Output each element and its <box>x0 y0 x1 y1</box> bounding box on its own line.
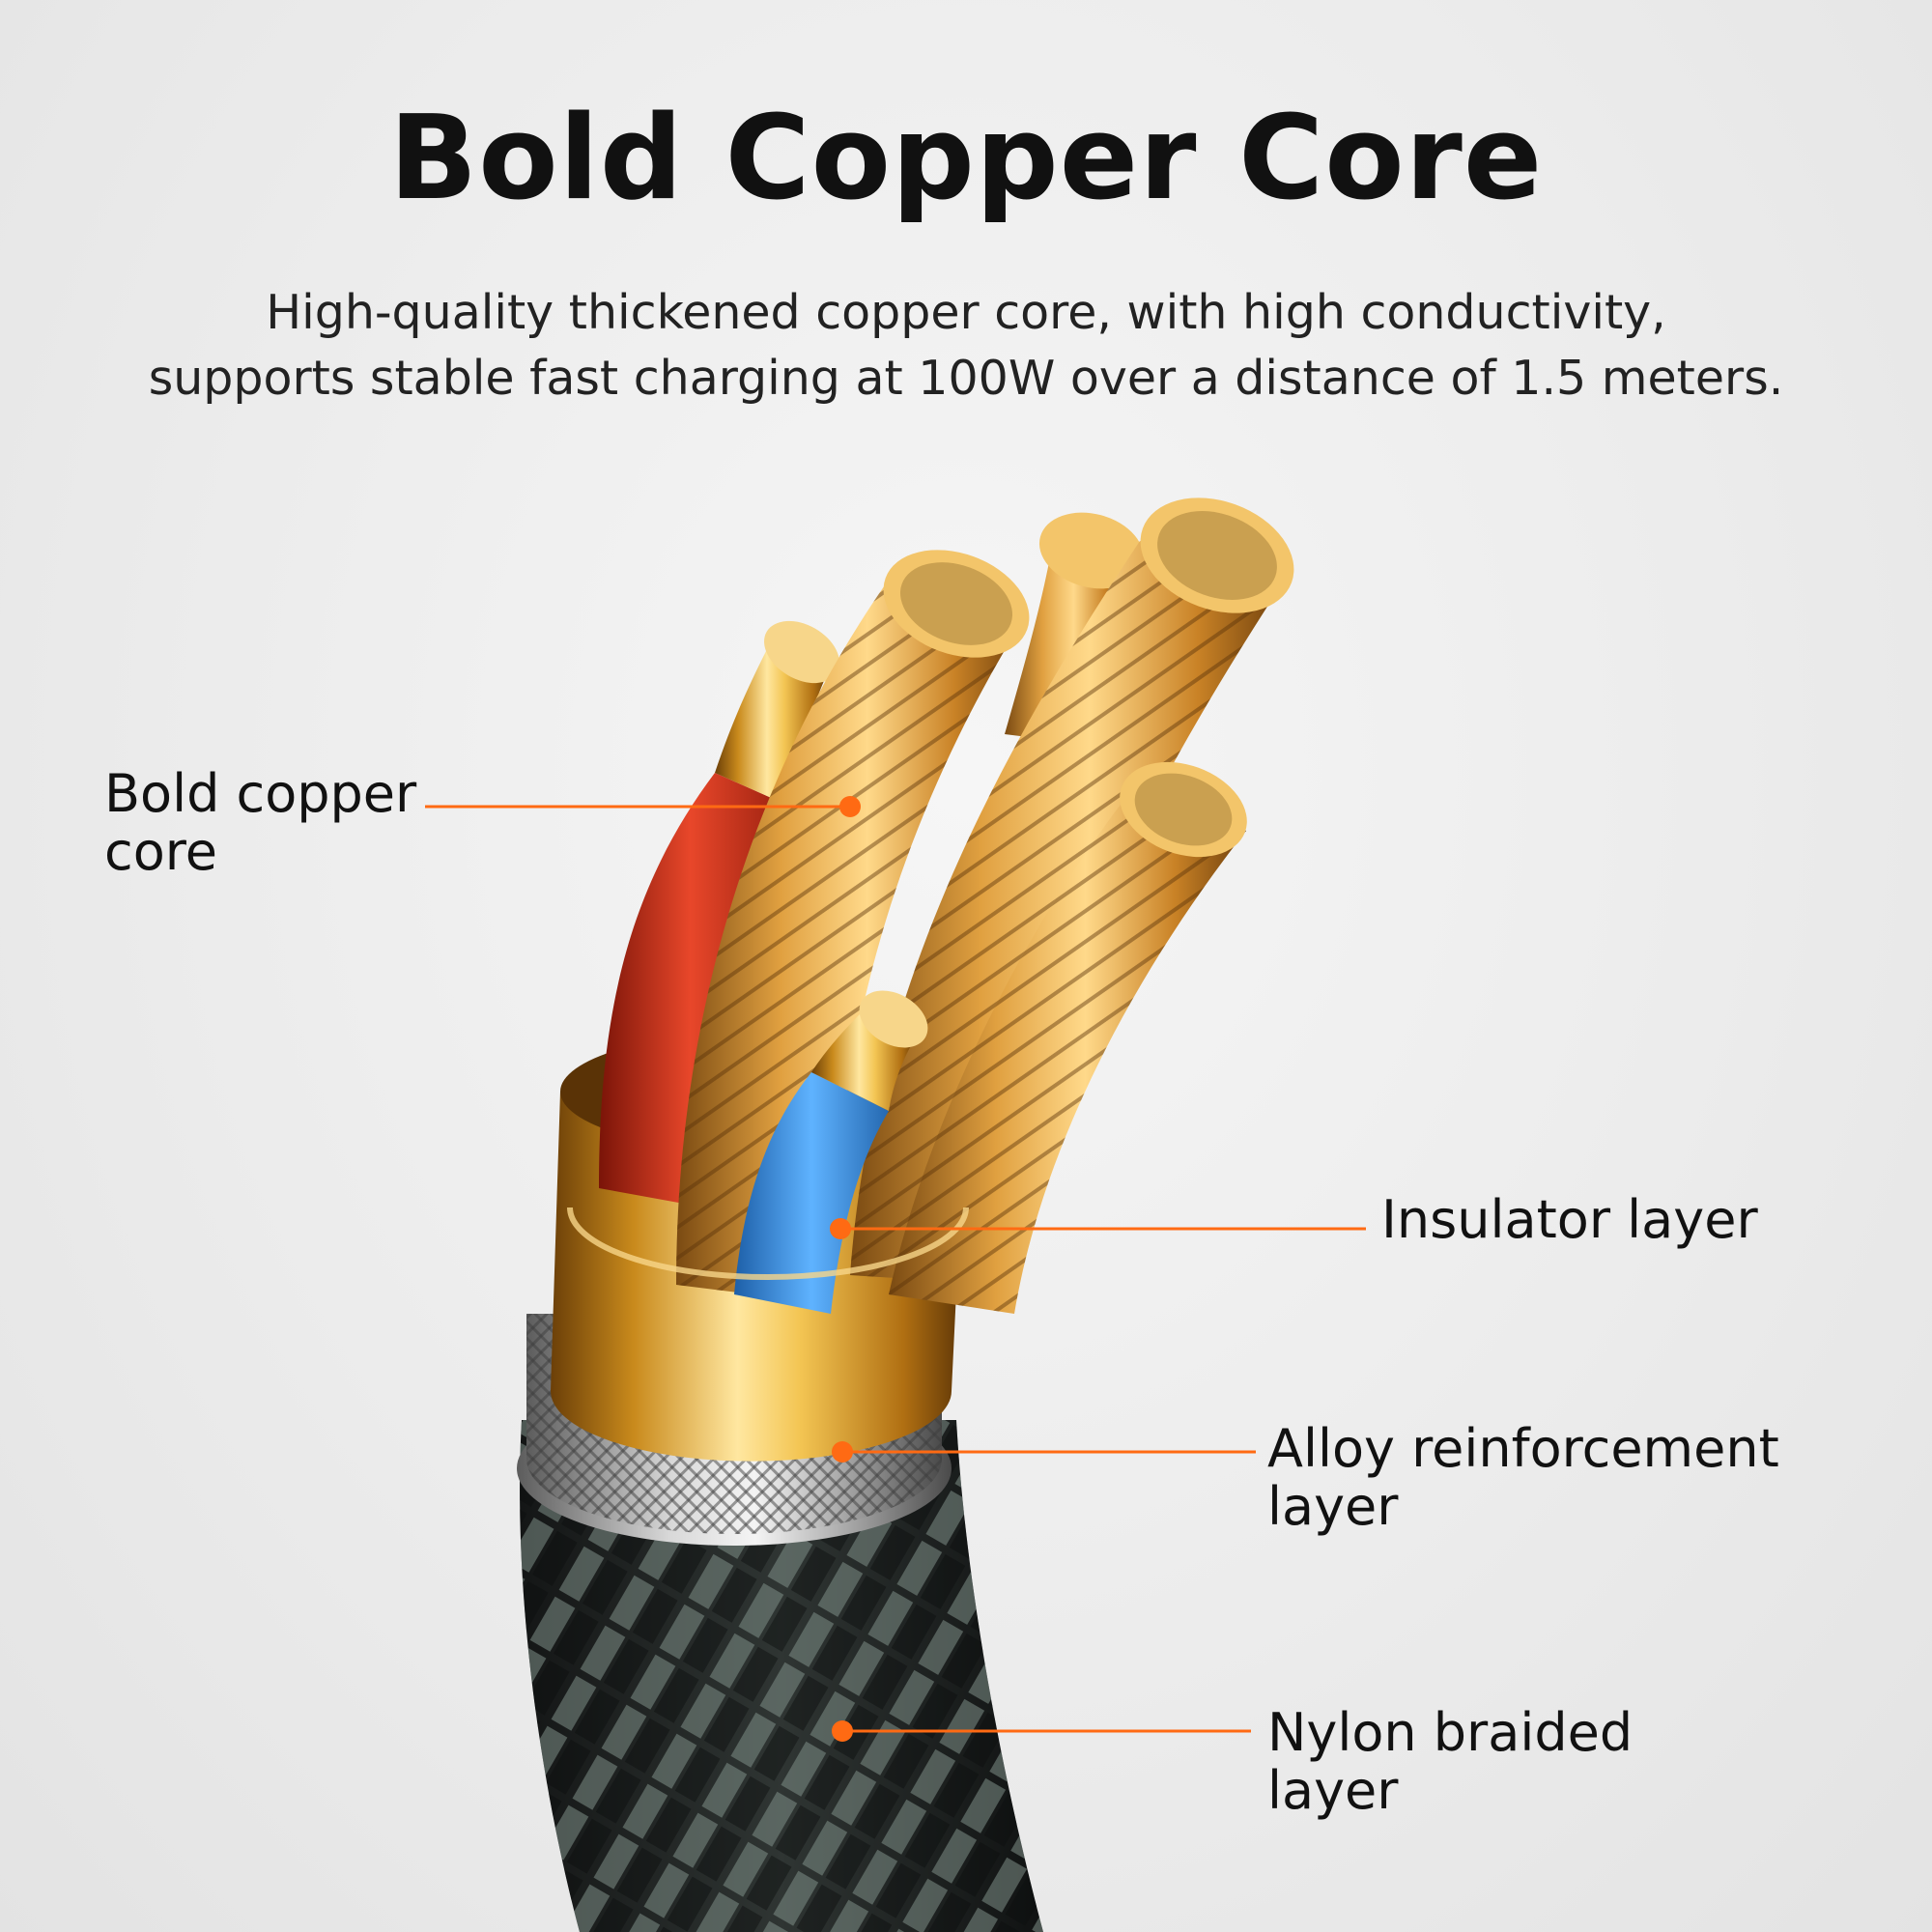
label-nylon-line-1: Nylon braided <box>1267 1702 1634 1763</box>
callout-nylon <box>832 1720 1251 1742</box>
label-alloy-line-2: layer <box>1267 1476 1399 1537</box>
subtitle-line-2: supports stable fast charging at 100W ov… <box>148 351 1784 406</box>
label-nylon-line-2: layer <box>1267 1760 1399 1821</box>
label-copper-core-line-1: Bold copper <box>104 763 417 824</box>
callout-insulator <box>830 1218 1366 1239</box>
label-copper-core-line-2: core <box>104 821 217 882</box>
label-alloy-line-1: Alloy reinforcement <box>1267 1418 1779 1479</box>
label-copper-core: Bold copper core <box>104 765 416 881</box>
label-nylon: Nylon braided layer <box>1267 1704 1633 1820</box>
label-alloy: Alloy reinforcement layer <box>1267 1420 1779 1536</box>
label-insulator-line-1: Insulator layer <box>1381 1189 1758 1250</box>
subtitle-line-1: High-quality thickened copper core, with… <box>266 285 1666 340</box>
callout-copper-core <box>425 796 861 817</box>
page-title: Bold Copper Core <box>388 92 1544 226</box>
subtitle: High-quality thickened copper core, with… <box>145 280 1787 412</box>
callout-alloy <box>832 1441 1256 1463</box>
label-insulator: Insulator layer <box>1381 1191 1758 1249</box>
